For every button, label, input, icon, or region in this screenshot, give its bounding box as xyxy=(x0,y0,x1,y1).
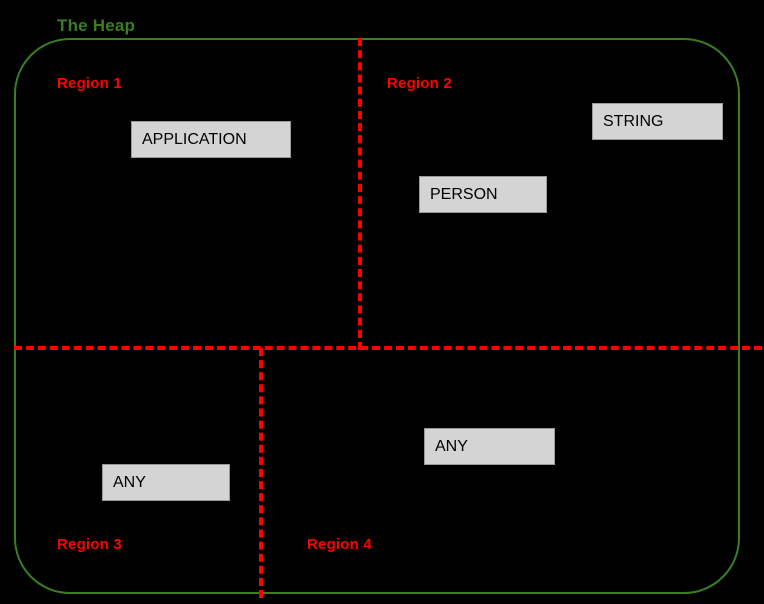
divider-horizontal xyxy=(14,346,762,350)
divider-vertical-bottom xyxy=(259,348,263,598)
object-box-application: APPLICATION xyxy=(131,121,291,158)
region-label-4: Region 4 xyxy=(307,536,372,553)
divider-vertical-top xyxy=(358,38,362,350)
region-label-2: Region 2 xyxy=(387,75,452,92)
object-box-person: PERSON xyxy=(419,176,547,213)
object-box-any-region3: ANY xyxy=(102,464,230,501)
heap-title: The Heap xyxy=(57,16,136,35)
object-box-string: STRING xyxy=(592,103,723,140)
region-label-3: Region 3 xyxy=(57,536,122,553)
object-box-any-region4: ANY xyxy=(424,428,555,465)
region-label-1: Region 1 xyxy=(57,75,122,92)
